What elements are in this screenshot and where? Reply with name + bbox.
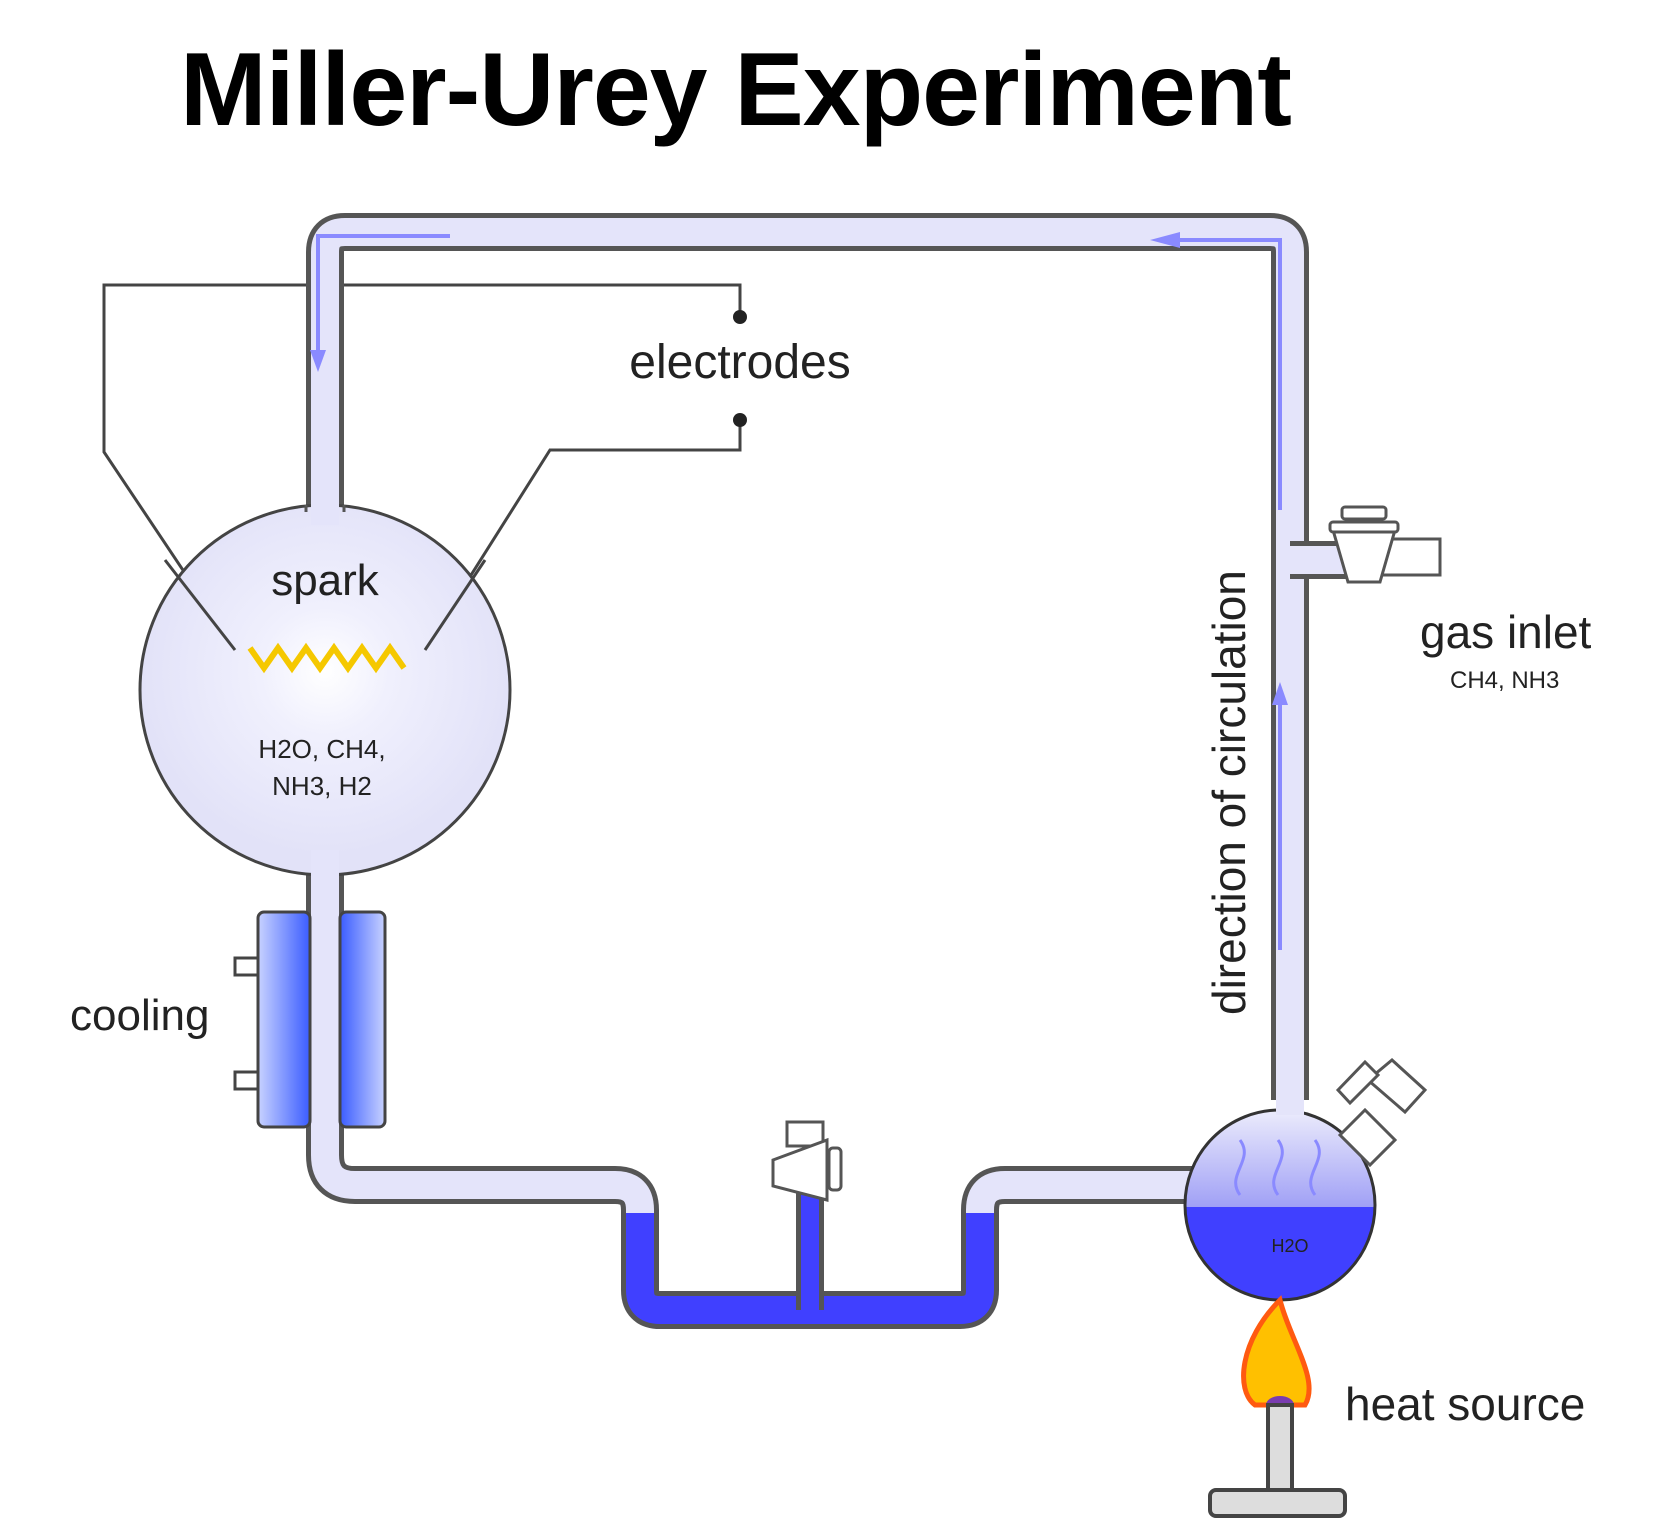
electrode-wire-ends [163,559,487,651]
electrode-top [733,310,747,324]
electrodes-label: electrodes [629,336,850,389]
cooling-jacket [233,910,387,1129]
flow-arrows [310,232,1288,950]
flask-contents-line1: H2O, CH4, [258,734,385,764]
spark-flask [138,495,512,880]
gas-inlet-stopcock-icon [1328,505,1442,584]
flask-contents-line2: NH3, H2 [272,771,372,801]
spark-icon [247,642,407,674]
electrode-wires [102,283,742,649]
glass-tubing [306,213,1352,1240]
heat-source-label: heat source [1345,1378,1585,1430]
flask-stopcock-icon [1335,1058,1428,1168]
water-trap [621,1185,999,1329]
gas-inlet-label: gas inlet [1420,606,1592,658]
spark-label: spark [271,556,380,605]
water-label: H2O [1271,1236,1308,1256]
trap-stopcock-icon [771,1120,843,1202]
electrode-bottom [733,413,747,427]
gas-inlet-sublabel: CH4, NH3 [1450,667,1559,694]
cooling-label: cooling [70,991,209,1040]
page-title: Miller-Urey Experiment [180,32,1292,148]
burner-icon [1208,1295,1347,1518]
direction-label: direction of circulation [1203,570,1255,1015]
